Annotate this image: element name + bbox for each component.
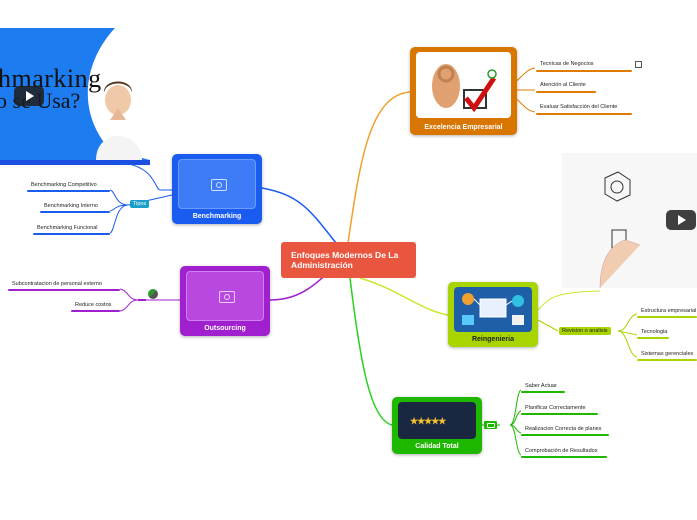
leaf-planificar-correctamente[interactable]: Planificar Correctamente — [525, 405, 586, 411]
benchmarking-node[interactable]: Benchmarking — [172, 154, 262, 224]
leaf-realizacion-correcta[interactable]: Realizacion Correcta de planes — [525, 426, 602, 432]
camera-placeholder — [186, 271, 264, 321]
tech-illustration — [454, 287, 532, 332]
benchmarking-label: Benchmarking — [192, 213, 242, 220]
leaf-comprobacion-resultados[interactable]: Comprobación de Resultados — [525, 448, 598, 454]
tag-revision-analisis[interactable]: Revision o analisis — [559, 327, 611, 335]
leaf-underline — [40, 211, 110, 213]
leaf-subcontratacion[interactable]: Subcontratacion de personal externo — [12, 281, 102, 287]
camera-icon — [219, 291, 235, 303]
calidad-total-node[interactable]: ★★★★★ Calidad Total — [392, 397, 482, 454]
benchmarking-video-thumbnail — [0, 28, 150, 165]
outsourcing-relation-icon — [148, 289, 158, 299]
leaf-underline — [637, 359, 697, 361]
leaf-underline — [521, 456, 607, 458]
excelencia-empresarial-node[interactable]: Excelencia Empresarial — [410, 47, 517, 135]
outsourcing-node[interactable]: Outsourcing — [180, 266, 270, 336]
star-rating-icon: ★★★★★ — [410, 416, 446, 426]
leaf-saber-actuar[interactable]: Saber Actuar — [525, 383, 557, 389]
connector-marker — [138, 299, 146, 301]
leaf-underline — [637, 316, 697, 318]
leaf-benchmarking-funcional[interactable]: Benchmarking Funcional — [37, 225, 98, 231]
outsourcing-label: Outsourcing — [204, 325, 246, 332]
leaf-underline — [521, 413, 598, 415]
leaf-reduce-costos[interactable]: Reduce costos — [75, 302, 112, 308]
camera-placeholder — [178, 159, 256, 209]
leaf-underline — [33, 233, 110, 235]
leaf-underline — [536, 113, 632, 115]
reingenieria-label: Reingenieria — [471, 336, 514, 343]
ok-check-image — [416, 52, 511, 118]
comment-icon[interactable] — [484, 421, 497, 429]
five-stars-image: ★★★★★ — [398, 402, 476, 439]
leaf-benchmarking-interno[interactable]: Benchmarking Interno — [44, 203, 98, 209]
leaf-underline — [27, 190, 110, 192]
excelencia-empresarial-label: Excelencia Empresarial — [424, 124, 503, 131]
calidad-total-label: Calidad Total — [415, 443, 459, 450]
tag-tipos[interactable]: Tipos — [130, 200, 150, 208]
leaf-underline — [8, 289, 120, 291]
leaf-underline — [521, 391, 565, 393]
leaf-estructura-empresarial[interactable]: Estructura empresarial — [641, 308, 697, 314]
camera-icon — [211, 179, 227, 191]
leaf-underline — [637, 337, 669, 339]
leaf-underline — [71, 310, 120, 312]
leaf-tecnicas-negocios[interactable]: Tecnicas de Negociоs — [540, 61, 594, 67]
central-topic-label: Enfoques Modernos De La Administración — [291, 250, 399, 270]
leaf-evaluar-satisfaccion[interactable]: Evaluar Satisfacción del Cliente — [540, 104, 618, 110]
external-link-icon[interactable] — [635, 61, 642, 68]
leaf-sistemas-gerenciales[interactable]: Sistemas gerenciales — [641, 351, 694, 357]
video-play-button[interactable] — [14, 86, 44, 106]
video-play-button[interactable] — [666, 210, 696, 230]
central-topic[interactable]: Enfoques Modernos De La Administración — [281, 242, 416, 278]
leaf-benchmarking-competitivo[interactable]: Benchmarking Competitivo — [31, 182, 97, 188]
leaf-underline — [536, 91, 596, 93]
reingenieria-node[interactable]: Reingenieria — [448, 282, 538, 347]
leaf-underline — [536, 70, 632, 72]
leaf-atencion-cliente[interactable]: Atención al Cliente — [540, 82, 586, 88]
leaf-tecnologia[interactable]: Tecnologia — [641, 329, 668, 335]
leaf-underline — [521, 434, 609, 436]
